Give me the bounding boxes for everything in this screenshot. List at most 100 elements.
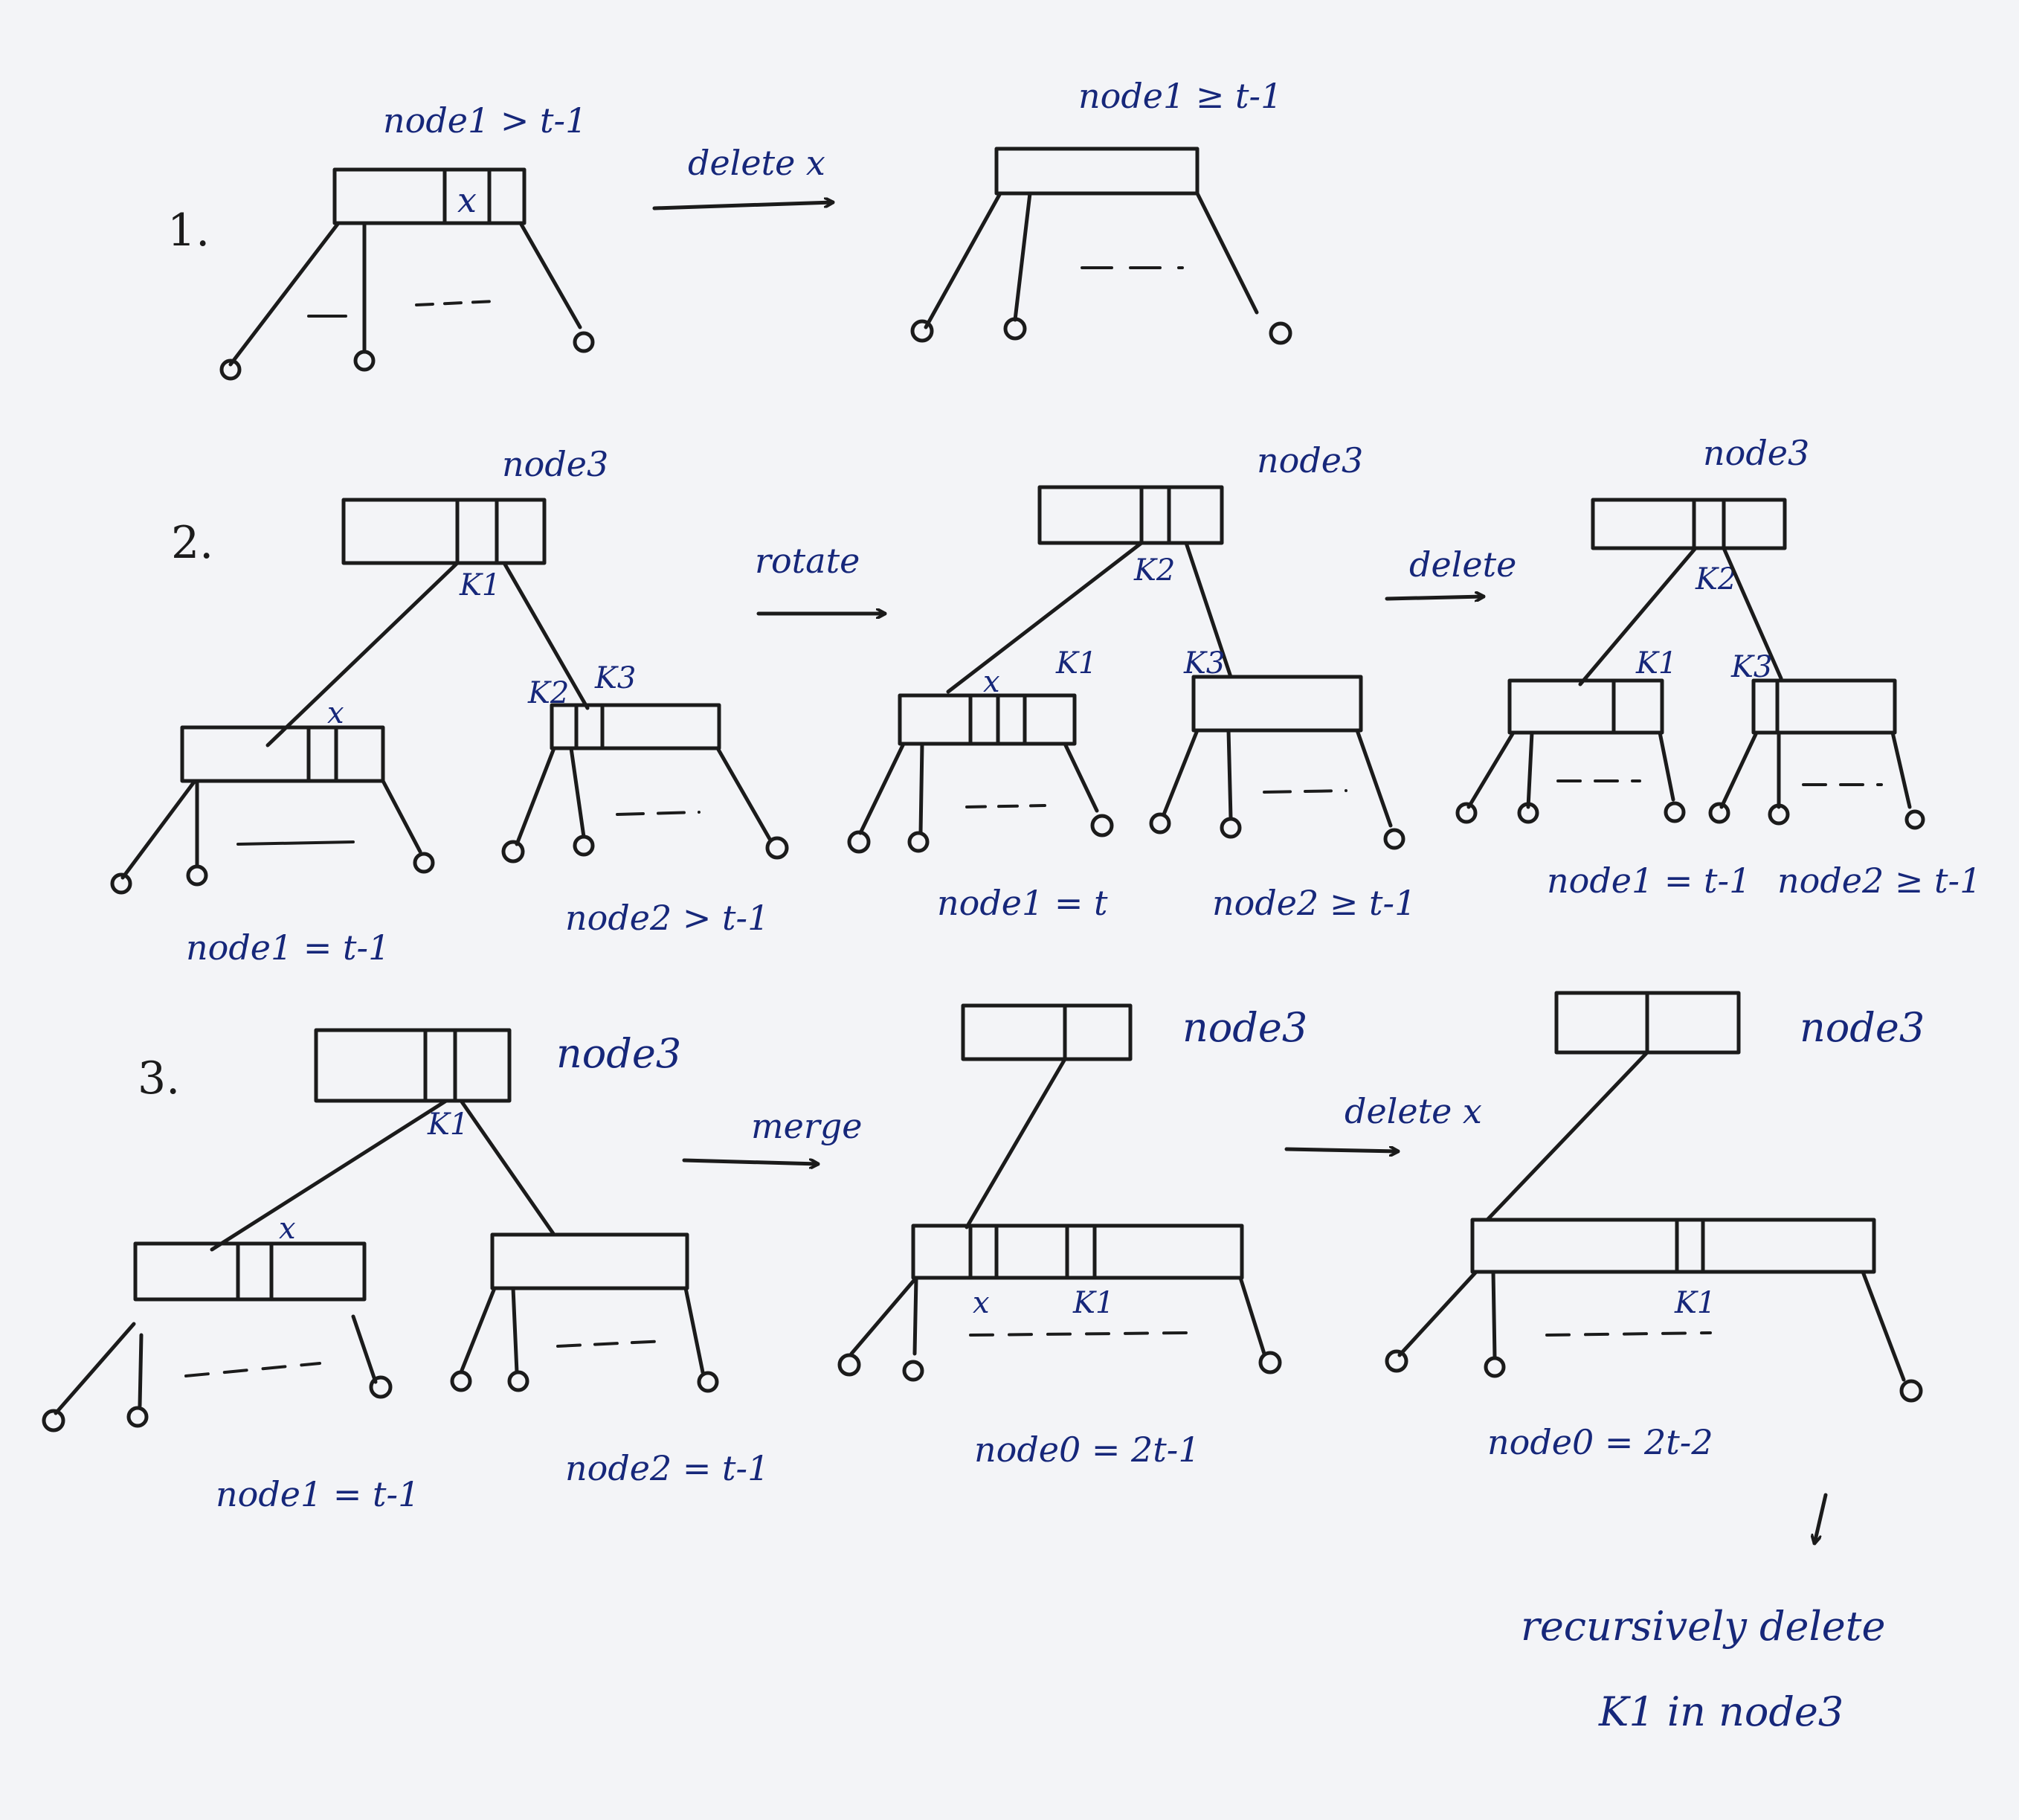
step-number-1: 1.: [167, 205, 210, 257]
child-node: [910, 319, 934, 343]
child-edge: [351, 1314, 378, 1384]
parent-label: node3: [556, 1030, 681, 1077]
child-edge: [1719, 730, 1759, 809]
key-x: x: [327, 696, 344, 730]
child-edge: [569, 746, 586, 839]
key-k1: K1: [1674, 1286, 1716, 1320]
node-box: [994, 147, 1200, 196]
ellipsis-dash: [1545, 1331, 1712, 1337]
node2-label: node2 = t-1: [565, 1448, 769, 1488]
tree-edge: [1722, 546, 1783, 681]
arrow: [1284, 1149, 1400, 1151]
ellipsis-dash: [556, 1340, 667, 1348]
ellipsis-dash: [415, 300, 496, 306]
child-edge: [849, 1276, 918, 1356]
child-node: [126, 1406, 149, 1428]
node1-box: [180, 725, 385, 783]
ellipsis-dash: [616, 811, 701, 816]
child-node: [1383, 828, 1405, 850]
node0-label: node0 = 2t-1: [974, 1430, 1200, 1470]
node2-box: [550, 703, 721, 750]
row1-before-label: node1 > t-1: [383, 100, 587, 141]
child-edge: [515, 746, 556, 846]
row2-rotated: node3 K2 x K1 node1 = t K3 node2 ≥ t-1: [847, 440, 1416, 923]
child-node: [501, 840, 525, 864]
child-node: [1090, 814, 1114, 837]
child-node: [573, 835, 595, 857]
child-node: [1484, 1356, 1506, 1378]
parent-label: node3: [502, 444, 608, 484]
child-node: [1220, 817, 1242, 839]
node1-label: node1 = t-1: [186, 927, 390, 968]
child-node: [369, 1375, 393, 1399]
arrow-label-delete-x: delete x: [1345, 1091, 1482, 1131]
key-k2: K2: [1695, 562, 1736, 597]
child-node: [507, 1370, 529, 1392]
node2-box: [1751, 678, 1897, 735]
node0-box: [1470, 1218, 1876, 1274]
ellipsis-dash: [236, 840, 355, 846]
ellipsis-dash: [184, 1362, 321, 1377]
child-node: [847, 830, 871, 854]
child-edge: [1861, 1270, 1906, 1382]
child-node: [1904, 809, 1925, 830]
row2-arrow-delete: delete: [1385, 544, 1516, 599]
node-box: [332, 167, 527, 225]
tree-edge: [502, 561, 590, 710]
child-node: [573, 331, 595, 353]
child-edge: [459, 1286, 497, 1374]
arrow: [682, 1158, 820, 1164]
child-edge: [1238, 1276, 1266, 1356]
node1-label: node1 = t-1: [1547, 861, 1751, 901]
child-edge: [1890, 730, 1912, 809]
key-x: x: [983, 665, 1000, 699]
arrow-label-merge: merge: [751, 1106, 863, 1146]
child-node: [110, 872, 132, 895]
row3-initial: node3 K1 x node1 = t-1 node2 = t-1: [42, 1028, 769, 1514]
row3-arrow-delete: delete x: [1284, 1091, 1482, 1151]
row1-before: node1 > t-1 x: [219, 100, 595, 381]
node2-label: node2 ≥ t-1: [1212, 883, 1416, 923]
child-edge: [1063, 742, 1099, 813]
child-edge: [518, 221, 582, 329]
child-node: [1385, 1349, 1408, 1373]
child-edge: [1226, 728, 1233, 820]
child-node: [765, 836, 789, 860]
child-node: [1455, 802, 1478, 824]
row2-arrow-rotate: rotate: [755, 541, 887, 614]
child-node: [1899, 1379, 1923, 1403]
row2-after-delete: node3 K2 K1 node1 = t-1 K3 node2 ≥ t-1: [1455, 433, 1981, 901]
child-node: [1708, 802, 1730, 824]
child-edge: [54, 1322, 136, 1415]
key-k1: K1: [1635, 646, 1677, 681]
child-edge: [511, 1286, 519, 1374]
key-k2: K2: [1133, 553, 1175, 588]
node1-box: [133, 1241, 367, 1302]
key-k3: K3: [1730, 650, 1772, 684]
ellipsis-dash: [1263, 789, 1347, 794]
step-number-2: 2.: [171, 517, 213, 569]
node2-box: [490, 1232, 689, 1290]
row1-arrow: delete x: [652, 143, 835, 210]
key-x: x: [457, 180, 477, 220]
child-node: [1768, 803, 1790, 826]
child-edge: [1195, 191, 1259, 315]
child-edge: [715, 746, 772, 841]
child-edge: [1658, 730, 1675, 802]
child-node: [42, 1409, 65, 1432]
ellipsis-dash: [969, 1331, 1188, 1337]
child-node: [1269, 321, 1292, 345]
child-edge: [138, 1333, 144, 1408]
key-k1: K1: [427, 1107, 468, 1142]
child-edge: [228, 221, 341, 367]
node-box: [314, 1028, 512, 1103]
child-node: [697, 1371, 719, 1393]
arrow: [652, 202, 835, 210]
node-box: [341, 498, 547, 565]
row3-after-delete: node3 K1 node0 = 2t-2 recursively delete…: [1385, 991, 1925, 1735]
child-node: [1149, 812, 1171, 835]
key-x: x: [973, 1286, 990, 1320]
key-k3: K3: [1183, 646, 1225, 681]
child-node: [353, 350, 376, 372]
